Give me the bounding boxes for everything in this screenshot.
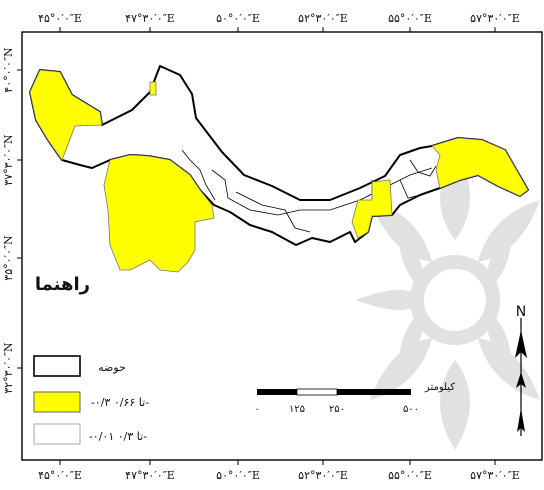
- legend-swatch-low: [33, 423, 81, 445]
- bottom-tick-label-5: ۵۵°۰′۰″E: [388, 469, 432, 482]
- top-tick-label-4: ۵۲°۳۰′۰″E: [298, 12, 348, 25]
- north-arrow-icon: [515, 318, 527, 436]
- bottom-tick-label-1: ۴۵°۰′۰″E: [38, 469, 82, 482]
- region-mid-east: [351, 179, 393, 239]
- high-range-regions: [29, 69, 529, 273]
- top-tick-marks: [59, 27, 496, 32]
- top-tick-label-6: ۵۷°۳۰′۰″E: [470, 12, 520, 25]
- top-tick-label-5: ۵۵°۰′۰″E: [388, 12, 432, 25]
- bottom-tick-label-3: ۵۰°۰′۰″E: [216, 469, 260, 482]
- left-tick-marks: [17, 69, 22, 369]
- legend-label-basin: حوضه: [98, 361, 126, 374]
- top-tick-label-1: ۴۵°۰′۰″E: [38, 12, 82, 25]
- map-frame: [21, 31, 543, 461]
- legend-label-high: -۰/۳ تا ۰/۶۶-: [91, 396, 149, 409]
- scale-label-250: ۲۵۰: [329, 404, 345, 415]
- north-label: N: [516, 304, 526, 320]
- left-tick-label-3: ۳۵°۰′۰″N: [2, 235, 15, 281]
- legend-swatch-high: [33, 391, 81, 413]
- legend-title: راهنما: [35, 274, 90, 295]
- left-tick-label-2: ۳۷°۳۰′۰″N: [2, 134, 15, 186]
- legend-label-low: -۰/۰۱ تا ۰/۳-: [89, 430, 147, 443]
- region-northwest: [29, 69, 103, 161]
- bottom-tick-label-2: ۴۷°۳۰′۰″E: [125, 469, 175, 482]
- bottom-tick-label-6: ۵۷°۳۰′۰″E: [470, 469, 520, 482]
- top-tick-label-3: ۵۰°۰′۰″E: [216, 12, 260, 25]
- scale-unit-label: کیلومتر: [424, 382, 455, 393]
- legend-swatch-basin: [33, 355, 81, 377]
- scale-label-500: ۵۰۰: [403, 404, 419, 415]
- left-tick-label-1: ۴۰°۰′۰″N: [2, 47, 15, 93]
- scale-label-125: ۱۲۵: [289, 404, 305, 415]
- top-tick-label-2: ۴۷°۳۰′۰″E: [125, 12, 175, 25]
- region-small-north: [149, 81, 157, 96]
- scale-label-0: ۰: [254, 404, 259, 415]
- region-west: [103, 154, 215, 273]
- left-tick-label-4: ۳۲°۳۰′۰″N: [2, 342, 15, 394]
- bottom-tick-marks: [59, 460, 496, 465]
- region-east: [431, 137, 529, 197]
- scale-bar: [257, 388, 411, 396]
- bottom-tick-label-4: ۵۲°۳۰′۰″E: [298, 469, 348, 482]
